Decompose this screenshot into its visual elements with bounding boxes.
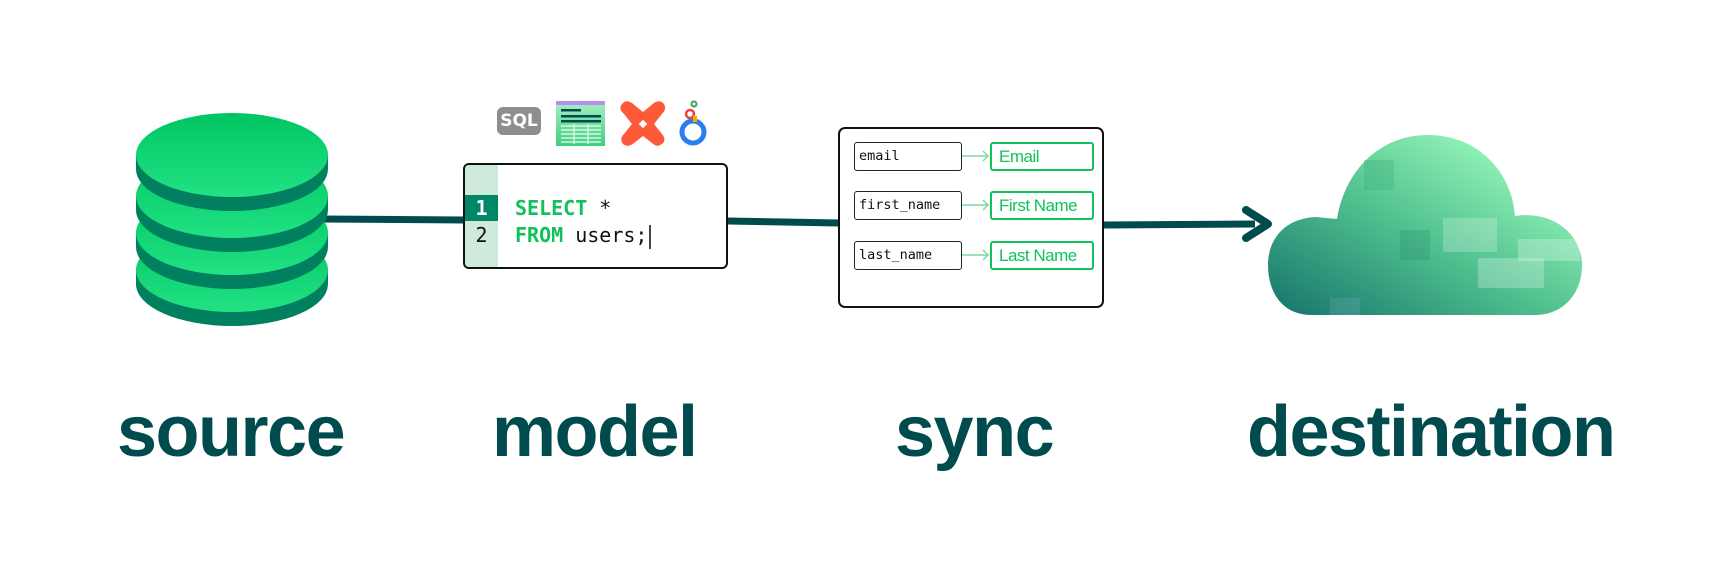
sql-keyword: FROM — [515, 223, 564, 247]
source-field: first_name — [854, 191, 962, 220]
spreadsheet-icon — [556, 101, 605, 146]
destination-field: First Name — [990, 191, 1094, 220]
connector-sync-destination-arrow — [1103, 206, 1272, 242]
arrow-right-icon — [962, 249, 990, 261]
stage-label-sync: sync — [895, 392, 1055, 472]
sql-badge-text: SQL — [500, 111, 538, 131]
connector-model-sync — [727, 217, 840, 227]
database-layer-top — [136, 113, 328, 197]
code-line-1: SELECT * — [515, 195, 611, 221]
sql-icon: SQL — [497, 107, 541, 135]
sql-keyword: SELECT — [515, 196, 588, 220]
stage-label-destination: destination — [1247, 392, 1616, 472]
text-cursor — [649, 224, 651, 249]
line-number: 2 — [475, 223, 488, 247]
code-text: users; — [563, 223, 648, 247]
destination-field: Last Name — [990, 241, 1094, 270]
looker-icon — [679, 100, 707, 146]
stage-label-model: model — [492, 392, 698, 472]
code-text: * — [587, 196, 612, 220]
code-line-2: FROM users; — [515, 222, 651, 249]
dbt-icon — [620, 101, 666, 146]
arrow-right-icon — [962, 150, 990, 162]
cloud-icon — [1268, 135, 1582, 315]
stage-label-source: source — [117, 392, 346, 472]
arrow-right-icon — [962, 199, 990, 211]
field-mapping-panel: email Email first_name First Name last_n… — [838, 127, 1104, 308]
source-field: last_name — [854, 241, 962, 270]
database-icon — [136, 113, 328, 326]
sql-editor[interactable]: 1 2 SELECT * FROM users; — [463, 163, 728, 269]
line-number: 1 — [465, 195, 498, 221]
connector-source-model — [319, 215, 465, 224]
source-field: email — [854, 142, 962, 171]
destination-field: Email — [990, 142, 1094, 171]
